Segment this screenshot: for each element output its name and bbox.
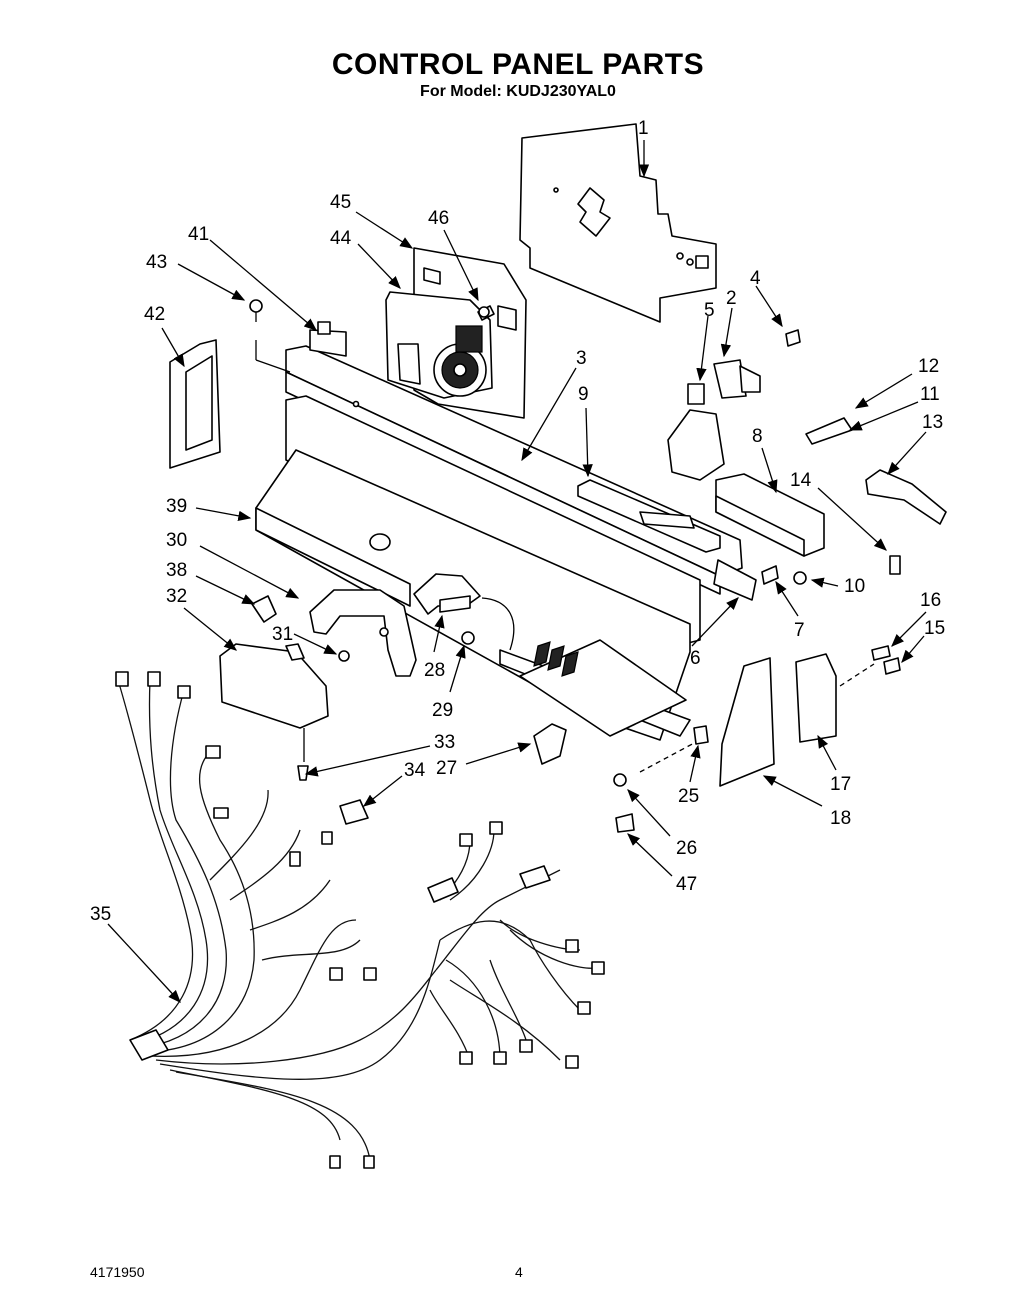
callout-44: 44 (330, 228, 352, 249)
clip-25 (693, 725, 709, 745)
callout-4: 4 (750, 268, 761, 289)
callout-33: 33 (434, 732, 455, 753)
left-end-cap-part (169, 339, 221, 469)
page-title: CONTROL PANEL PARTS (331, 48, 705, 81)
screw-10 (793, 571, 807, 585)
callout-35: 35 (90, 904, 111, 925)
screw-7 (761, 565, 779, 585)
panel-bar-part (577, 479, 757, 601)
clip-47 (615, 813, 635, 833)
callout-42: 42 (144, 304, 165, 325)
screw-43 (249, 299, 263, 322)
callout-16: 16 (920, 590, 941, 611)
latch-part (805, 417, 947, 525)
callout-47: 47 (676, 874, 697, 895)
terminal-block-part (715, 473, 825, 557)
button-plug-part (251, 533, 391, 623)
page-number: 4 (515, 1264, 523, 1280)
wire-harness-part (115, 671, 605, 1169)
callout-8: 8 (752, 426, 763, 447)
callout-31: 31 (272, 624, 293, 645)
timer-bracket-part (385, 247, 527, 419)
callout-43: 43 (146, 252, 167, 273)
back-plate-part (519, 123, 717, 323)
callout-5: 5 (704, 300, 715, 321)
screw-31 (338, 650, 350, 662)
callout-3: 3 (576, 348, 587, 369)
callout-12: 12 (918, 356, 939, 377)
callout-29: 29 (432, 700, 453, 721)
callout-41: 41 (188, 224, 209, 245)
callout-2: 2 (726, 288, 737, 309)
screw-16 (871, 645, 891, 661)
push-button-part (219, 643, 329, 729)
callout-18: 18 (830, 808, 851, 829)
callout-28: 28 (424, 660, 445, 681)
callout-labels: 1 2 3 4 5 6 7 8 9 10 11 12 13 14 15 16 1… (90, 118, 945, 925)
callout-17: 17 (830, 774, 851, 795)
leader-lines (107, 140, 927, 1003)
callout-27: 27 (436, 758, 457, 779)
callout-1: 1 (638, 118, 649, 139)
screws (249, 299, 901, 833)
model-subtitle: For Model: KUDJ230YAL0 (420, 83, 616, 100)
callout-26: 26 (676, 838, 697, 859)
callout-25: 25 (678, 786, 699, 807)
callout-32: 32 (166, 586, 187, 607)
arch-bracket-part (309, 589, 417, 677)
callout-7: 7 (794, 620, 805, 641)
callout-38: 38 (166, 560, 187, 581)
callout-11: 11 (920, 384, 940, 405)
screw-29 (461, 631, 475, 645)
callout-46: 46 (428, 208, 449, 229)
document-number: 4171950 (90, 1264, 145, 1280)
callout-14: 14 (790, 470, 812, 491)
callout-10: 10 (844, 576, 865, 597)
callout-34: 34 (404, 760, 426, 781)
callout-9: 9 (578, 384, 589, 405)
button-block-part (533, 723, 567, 765)
screw-14 (889, 555, 901, 575)
callout-13: 13 (922, 412, 943, 433)
screw-46 (478, 306, 490, 318)
right-end-cap-part (719, 653, 837, 787)
callout-15: 15 (924, 618, 945, 639)
switch-part (667, 359, 761, 481)
screw-15 (883, 657, 901, 675)
screw-33 (297, 765, 309, 781)
callout-39: 39 (166, 496, 187, 517)
screw-26 (613, 773, 627, 787)
screw-4 (785, 329, 801, 347)
callout-30: 30 (166, 530, 187, 551)
support-bracket-part (413, 573, 515, 651)
callout-45: 45 (330, 192, 351, 213)
clip-34 (339, 799, 369, 825)
callout-6: 6 (690, 648, 701, 669)
